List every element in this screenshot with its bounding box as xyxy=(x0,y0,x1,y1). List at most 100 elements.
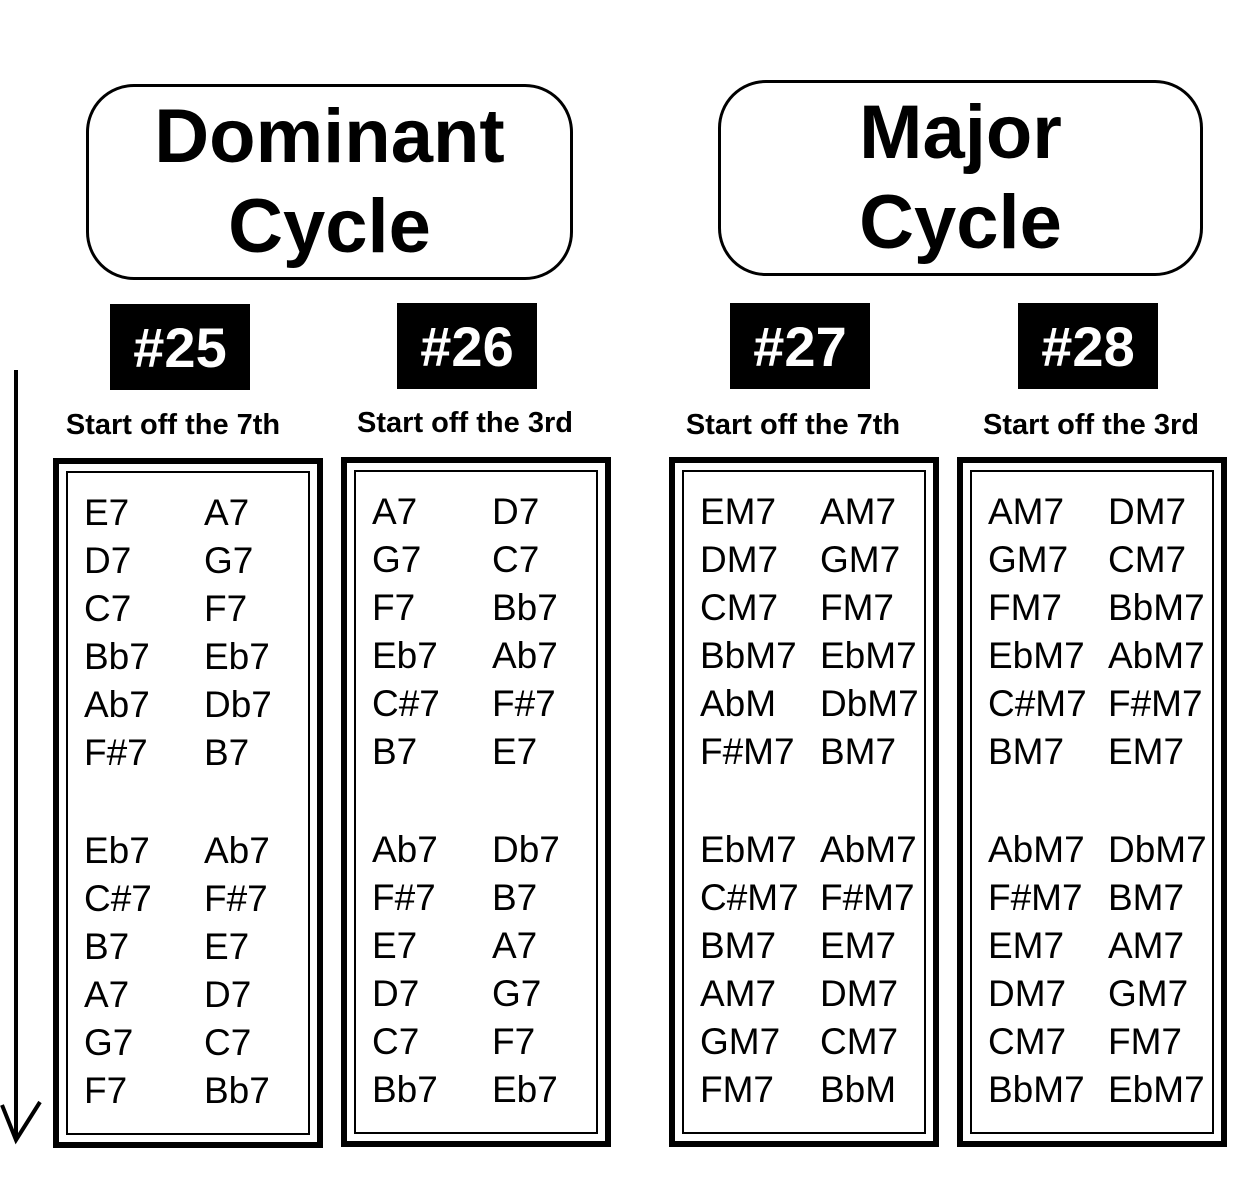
chord-symbol: D7 xyxy=(204,974,252,1015)
chord-symbol: F#7 xyxy=(372,877,436,918)
chord-symbol: EM7 xyxy=(700,491,777,532)
exercise-number-28: #28 xyxy=(1018,303,1158,389)
down-arrow-icon xyxy=(0,370,42,1145)
group-spacer xyxy=(372,776,602,826)
chord-symbol: Bb7 xyxy=(204,1070,270,1111)
chord-symbol: BM7 xyxy=(1108,877,1185,918)
header-line: Cycle xyxy=(228,184,431,269)
chord-symbol: D7 xyxy=(372,973,420,1014)
chord-symbol: DM7 xyxy=(1108,491,1187,532)
chord-symbol: EbM7 xyxy=(1108,1069,1205,1110)
chord-symbol: Eb7 xyxy=(84,830,150,871)
chord-symbol: A7 xyxy=(492,925,538,966)
exercise-number-27: #27 xyxy=(730,303,870,389)
chord-symbol: Bb7 xyxy=(492,587,558,628)
header-line: Cycle xyxy=(859,180,1062,265)
chord-symbol: C#M7 xyxy=(700,877,799,918)
chord-symbol: Eb7 xyxy=(492,1069,558,1110)
chord-symbol: CM7 xyxy=(988,1021,1067,1062)
chord-symbol: BM7 xyxy=(700,925,777,966)
chord-symbol: GM7 xyxy=(700,1021,781,1062)
chord-symbol: E7 xyxy=(204,926,250,967)
chord-symbol: Bb7 xyxy=(372,1069,438,1110)
chord-symbol: GM7 xyxy=(988,539,1069,580)
group-spacer xyxy=(700,776,930,826)
chord-symbol: Db7 xyxy=(204,684,272,725)
chord-symbol: F7 xyxy=(84,1070,128,1111)
chord-symbol: F#7 xyxy=(492,683,556,724)
chord-symbol: G7 xyxy=(372,539,422,580)
chord-symbol: DM7 xyxy=(820,973,899,1014)
chord-symbol: Ab7 xyxy=(492,635,558,676)
chord-symbol: CM7 xyxy=(700,587,779,628)
chord-symbol: GM7 xyxy=(820,539,901,580)
chord-symbol: AbM7 xyxy=(1108,635,1205,676)
chord-symbol: C7 xyxy=(372,1021,420,1062)
column-subtitle: Start off the 7th xyxy=(685,409,901,441)
chord-symbol: BbM xyxy=(820,1069,897,1110)
column-subtitle: Start off the 7th xyxy=(65,409,281,441)
chord-symbol: B7 xyxy=(204,732,250,773)
chord-symbol: EbM7 xyxy=(820,635,917,676)
header-line: Dominant xyxy=(154,94,505,179)
chord-symbol: E7 xyxy=(372,925,418,966)
chord-symbol: AbM xyxy=(700,683,777,724)
chord-symbol: BM7 xyxy=(820,731,897,772)
chord-symbol: AM7 xyxy=(700,973,777,1014)
chord-symbol: BbM7 xyxy=(988,1069,1085,1110)
chord-symbol: C#7 xyxy=(84,878,152,919)
column-subtitle: Start off the 3rd xyxy=(357,407,573,439)
chord-symbol: FM7 xyxy=(988,587,1062,628)
chord-symbol: AM7 xyxy=(988,491,1065,532)
chord-symbol: B7 xyxy=(84,926,130,967)
chord-symbol: G7 xyxy=(204,540,254,581)
chord-symbol: C#M7 xyxy=(988,683,1087,724)
chord-symbol: F7 xyxy=(372,587,416,628)
chord-symbol: GM7 xyxy=(1108,973,1189,1014)
chord-symbol: F7 xyxy=(492,1021,536,1062)
chord-symbol: DbM7 xyxy=(820,683,919,724)
chord-symbol: Ab7 xyxy=(204,830,270,871)
chord-symbol: EbM7 xyxy=(988,635,1085,676)
chord-symbol: C7 xyxy=(204,1022,252,1063)
group-spacer xyxy=(988,776,1218,826)
chord-symbol: F7 xyxy=(204,588,248,629)
chord-symbol: F#M7 xyxy=(988,877,1083,918)
chord-symbol: G7 xyxy=(84,1022,134,1063)
header-line: Major xyxy=(859,90,1062,175)
chord-symbol: EbM7 xyxy=(700,829,797,870)
chord-symbol: FM7 xyxy=(700,1069,774,1110)
chord-symbol: CM7 xyxy=(820,1021,899,1062)
chord-symbol: Eb7 xyxy=(372,635,438,676)
chord-symbol: AM7 xyxy=(1108,925,1185,966)
major-cycle-header: Major Cycle xyxy=(718,80,1203,276)
chord-symbol: Db7 xyxy=(492,829,560,870)
chord-symbol: DM7 xyxy=(988,973,1067,1014)
chord-symbol: EM7 xyxy=(988,925,1065,966)
chord-symbol: F#M7 xyxy=(820,877,915,918)
chord-symbol: Ab7 xyxy=(372,829,438,870)
chord-symbol: B7 xyxy=(372,731,418,772)
chord-symbol: D7 xyxy=(84,540,132,581)
column-subtitle: Start off the 3rd xyxy=(983,409,1199,441)
chord-symbol: A7 xyxy=(372,491,418,532)
chord-symbol: DM7 xyxy=(700,539,779,580)
chord-symbol: Eb7 xyxy=(204,636,270,677)
chord-symbol: F#7 xyxy=(204,878,268,919)
chord-symbol: FM7 xyxy=(820,587,894,628)
chord-symbol: CM7 xyxy=(1108,539,1187,580)
chord-symbol: E7 xyxy=(84,492,130,533)
chord-symbol: AM7 xyxy=(820,491,897,532)
chord-symbol: C7 xyxy=(492,539,540,580)
chord-symbol: AbM7 xyxy=(820,829,917,870)
dominant-cycle-header: Dominant Cycle xyxy=(86,84,573,280)
